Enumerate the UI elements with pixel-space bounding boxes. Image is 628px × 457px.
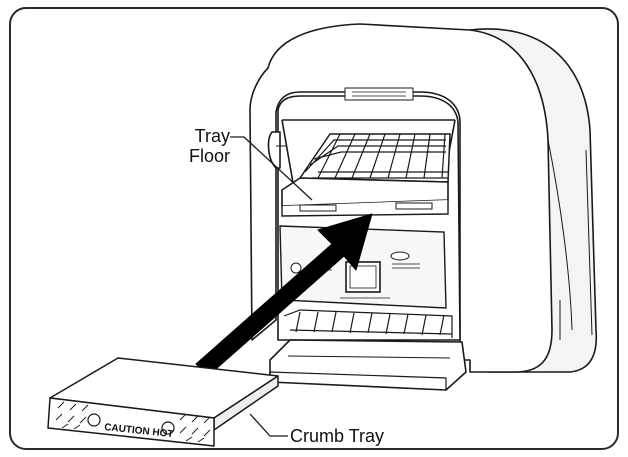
wire-conveyor-rack [281,133,451,217]
tray-floor-label-line1: Tray [194,126,230,146]
tray-floor-plate [281,177,449,207]
crumb-tray-label: Crumb Tray [290,426,385,446]
crumb-tray-front-panel [47,397,215,447]
tray-floor-label: Tray Floor [160,126,230,166]
crumb-tray: CAUTION HOT [47,357,279,447]
top-label-plate [344,87,414,101]
control-panel [279,225,447,309]
brand-logo [390,251,410,261]
tray-floor-leader [230,136,313,201]
lower-conveyor-front [283,309,453,338]
tray-floor-label-line2: Floor [188,146,230,166]
leader-lines [230,136,313,437]
insertion-arrow [195,213,373,377]
crumb-tray-leader [249,413,288,437]
toaster-base-plate [269,339,467,391]
toaster-front-housing [249,23,553,373]
left-bracket [267,131,281,169]
